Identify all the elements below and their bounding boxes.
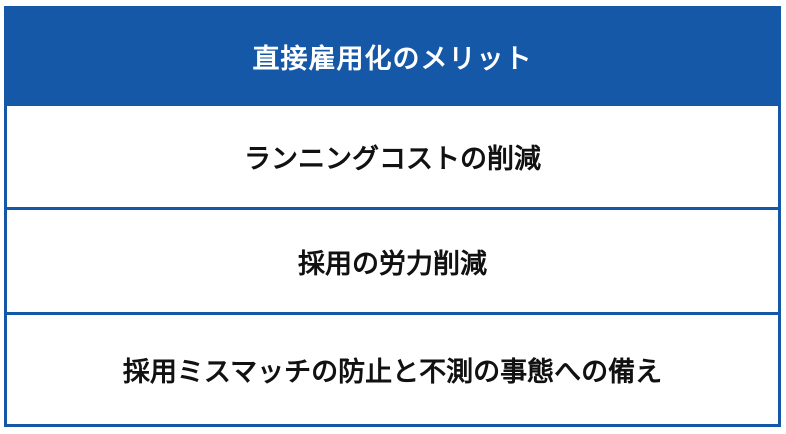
table-header: 直接雇用化のメリット: [4, 6, 781, 106]
table-row: 採用の労力削減: [7, 210, 778, 315]
merits-table: 直接雇用化のメリット ランニングコストの削減 採用の労力削減 採用ミスマッチの防…: [4, 6, 781, 427]
table-row: 採用ミスマッチの防止と不測の事態への備え: [122, 357, 663, 388]
table-row: ランニングコストの削減: [7, 106, 778, 210]
